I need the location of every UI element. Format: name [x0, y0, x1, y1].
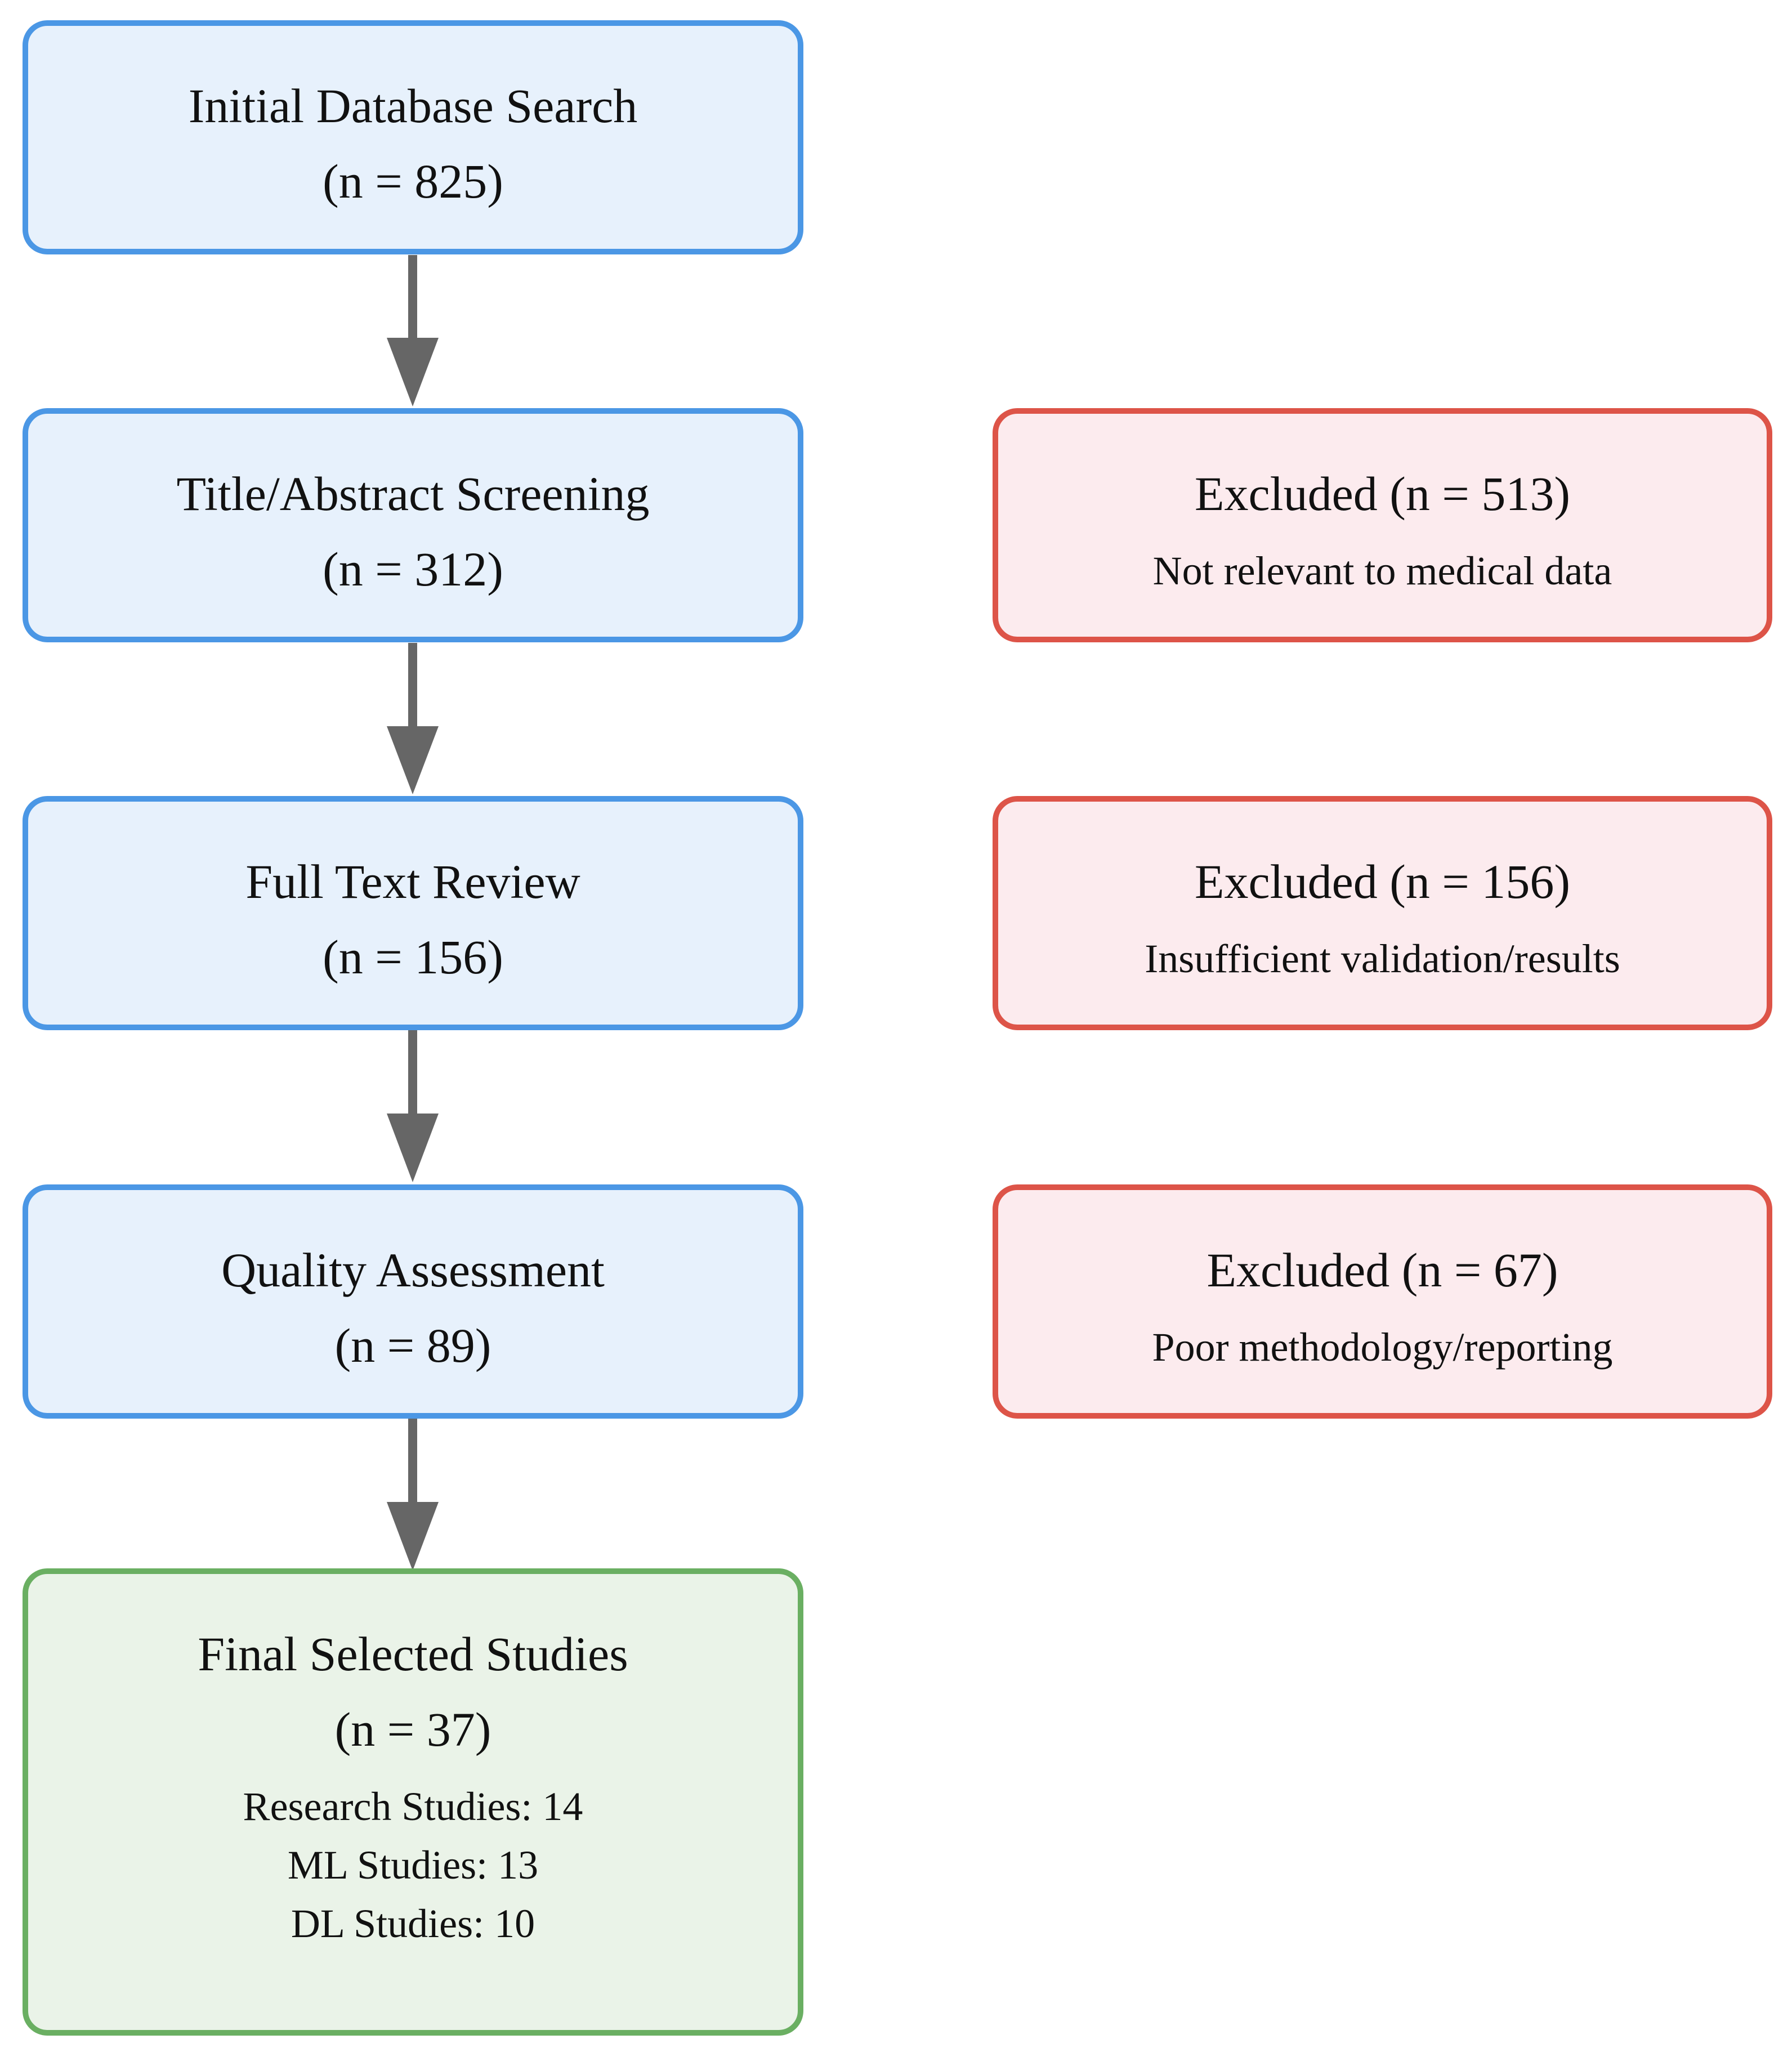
breakdown-research-studies: Research Studies: 14 [243, 1784, 583, 1829]
step-title-abstract-screening: Title/Abstract Screening (n = 312) [23, 408, 803, 642]
final-count: (n = 37) [334, 1702, 491, 1756]
breakdown-dl-studies: DL Studies: 10 [291, 1901, 535, 1946]
step-title: Title/Abstract Screening [176, 467, 650, 521]
step-initial-database-search: Initial Database Search (n = 825) [23, 20, 803, 254]
final-breakdown-list: Research Studies: 14 ML Studies: 13 DL S… [28, 1777, 798, 1953]
final-title: Final Selected Studies [198, 1627, 628, 1681]
arrow-screening-to-fulltext [387, 643, 439, 794]
step-count: (n = 156) [323, 930, 503, 984]
excluded-reason: Poor methodology/reporting [1152, 1325, 1613, 1370]
excluded-box-screening: Excluded (n = 513) Not relevant to medic… [993, 408, 1772, 642]
step-count: (n = 825) [323, 154, 503, 208]
arrow-fulltext-to-quality [387, 1030, 439, 1182]
step-count: (n = 312) [323, 542, 503, 596]
step-title: Initial Database Search [188, 79, 638, 133]
excluded-box-quality: Excluded (n = 67) Poor methodology/repor… [993, 1184, 1772, 1419]
excluded-title: Excluded (n = 513) [1194, 467, 1571, 521]
excluded-title: Excluded (n = 156) [1194, 855, 1571, 909]
excluded-reason: Not relevant to medical data [1152, 548, 1612, 593]
step-count: (n = 89) [334, 1318, 491, 1372]
breakdown-ml-studies: ML Studies: 13 [287, 1843, 539, 1888]
step-quality-assessment: Quality Assessment (n = 89) [23, 1184, 803, 1419]
excluded-reason: Insufficient validation/results [1145, 936, 1620, 981]
arrow-quality-to-final [387, 1419, 439, 1571]
final-selected-studies: Final Selected Studies (n = 37) Research… [23, 1568, 803, 2036]
step-title: Quality Assessment [221, 1243, 605, 1297]
arrow-search-to-screening [387, 255, 439, 406]
step-full-text-review: Full Text Review (n = 156) [23, 796, 803, 1030]
excluded-title: Excluded (n = 67) [1206, 1243, 1558, 1297]
excluded-box-full-text: Excluded (n = 156) Insufficient validati… [993, 796, 1772, 1030]
step-title: Full Text Review [245, 855, 580, 909]
